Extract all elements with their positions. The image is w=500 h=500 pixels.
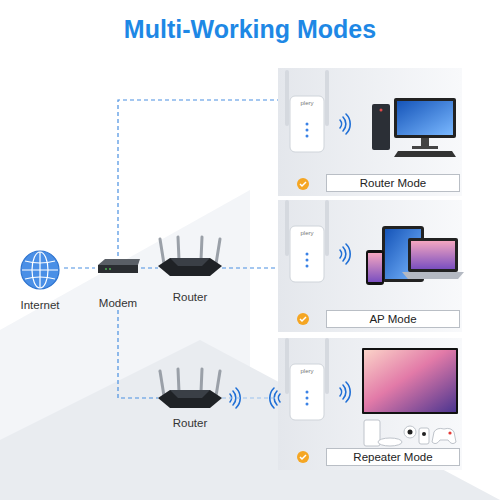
mobile-devices bbox=[402, 272, 464, 279]
check-badge bbox=[300, 455, 306, 459]
smart-devices bbox=[408, 430, 413, 435]
mobile-devices bbox=[411, 241, 455, 269]
mode-panel: Router Mode bbox=[278, 68, 462, 196]
brand-mark: plery bbox=[300, 100, 313, 107]
check-badge bbox=[297, 313, 309, 325]
modem-node: Modem bbox=[95, 256, 141, 310]
mode-panel: Repeater Mode bbox=[278, 338, 462, 470]
globe-icon bbox=[25, 261, 55, 263]
router-icon bbox=[158, 237, 222, 276]
desktop-computer bbox=[421, 138, 429, 146]
mode-label: AP Mode bbox=[326, 310, 460, 328]
smart-devices bbox=[422, 432, 426, 436]
smart-devices bbox=[362, 348, 458, 414]
globe-icon bbox=[21, 251, 59, 289]
device-label: Modem bbox=[99, 297, 137, 310]
mobile-devices bbox=[366, 226, 464, 285]
smart-devices bbox=[378, 438, 402, 446]
mobile-devices bbox=[368, 253, 382, 282]
internet-node: Internet bbox=[16, 248, 64, 312]
modem-icon bbox=[98, 265, 138, 273]
check-badge bbox=[297, 178, 309, 463]
mode-panel bbox=[278, 68, 462, 196]
wifi-waves bbox=[340, 114, 350, 134]
network-link bbox=[118, 100, 278, 256]
desktop-computer bbox=[380, 109, 383, 112]
extender-device bbox=[287, 340, 327, 420]
smart-devices bbox=[364, 350, 456, 412]
mode-panel bbox=[278, 68, 462, 470]
brand-mark: plery bbox=[300, 230, 313, 237]
extender-device bbox=[287, 202, 327, 282]
desktop-computer bbox=[394, 151, 456, 157]
smart-devices bbox=[362, 348, 458, 446]
check-badge bbox=[297, 178, 309, 190]
desktop-computer bbox=[372, 104, 390, 150]
diagram-title: Multi-Working Modes bbox=[0, 15, 500, 44]
check-badge bbox=[300, 317, 306, 321]
mobile-devices bbox=[408, 238, 458, 272]
mode-panel bbox=[278, 338, 462, 470]
globe-icon bbox=[22, 269, 58, 270]
device-label: Router bbox=[173, 417, 208, 430]
desktop-computer bbox=[397, 101, 453, 135]
mode-label: Repeater Mode bbox=[326, 448, 460, 466]
smart-devices bbox=[419, 428, 429, 444]
modem-icon bbox=[109, 268, 111, 270]
device-label: Internet bbox=[21, 299, 60, 312]
modem-icon bbox=[105, 268, 107, 270]
modem-icon bbox=[98, 259, 140, 273]
smart-devices bbox=[448, 431, 451, 434]
wifi-waves bbox=[340, 382, 350, 402]
desktop-computer bbox=[394, 98, 456, 138]
mode-panel bbox=[278, 200, 462, 332]
desktop-computer bbox=[412, 146, 438, 149]
desktop-computer bbox=[372, 98, 456, 157]
check-badge bbox=[300, 182, 306, 186]
globe-icon bbox=[25, 277, 55, 279]
network-link bbox=[222, 397, 278, 398]
network-link bbox=[141, 267, 158, 268]
mode-panel: AP Mode bbox=[278, 200, 462, 332]
mobile-devices bbox=[366, 250, 384, 285]
router-node: Router bbox=[158, 236, 222, 304]
modem-icon bbox=[98, 259, 140, 265]
check-badge bbox=[297, 451, 309, 463]
globe-icon bbox=[21, 251, 59, 289]
extender-device bbox=[287, 72, 327, 152]
brand-mark: plery bbox=[300, 368, 313, 375]
network-link bbox=[222, 267, 278, 268]
network-link bbox=[64, 267, 95, 268]
smart-devices bbox=[432, 428, 456, 443]
wifi-waves bbox=[340, 244, 350, 264]
mode-label: Router Mode bbox=[326, 174, 460, 192]
network-link bbox=[118, 310, 158, 398]
device-label: Router bbox=[173, 291, 208, 304]
router-node: Router bbox=[158, 368, 222, 430]
smart-devices bbox=[404, 426, 416, 438]
router-icon bbox=[158, 369, 222, 408]
